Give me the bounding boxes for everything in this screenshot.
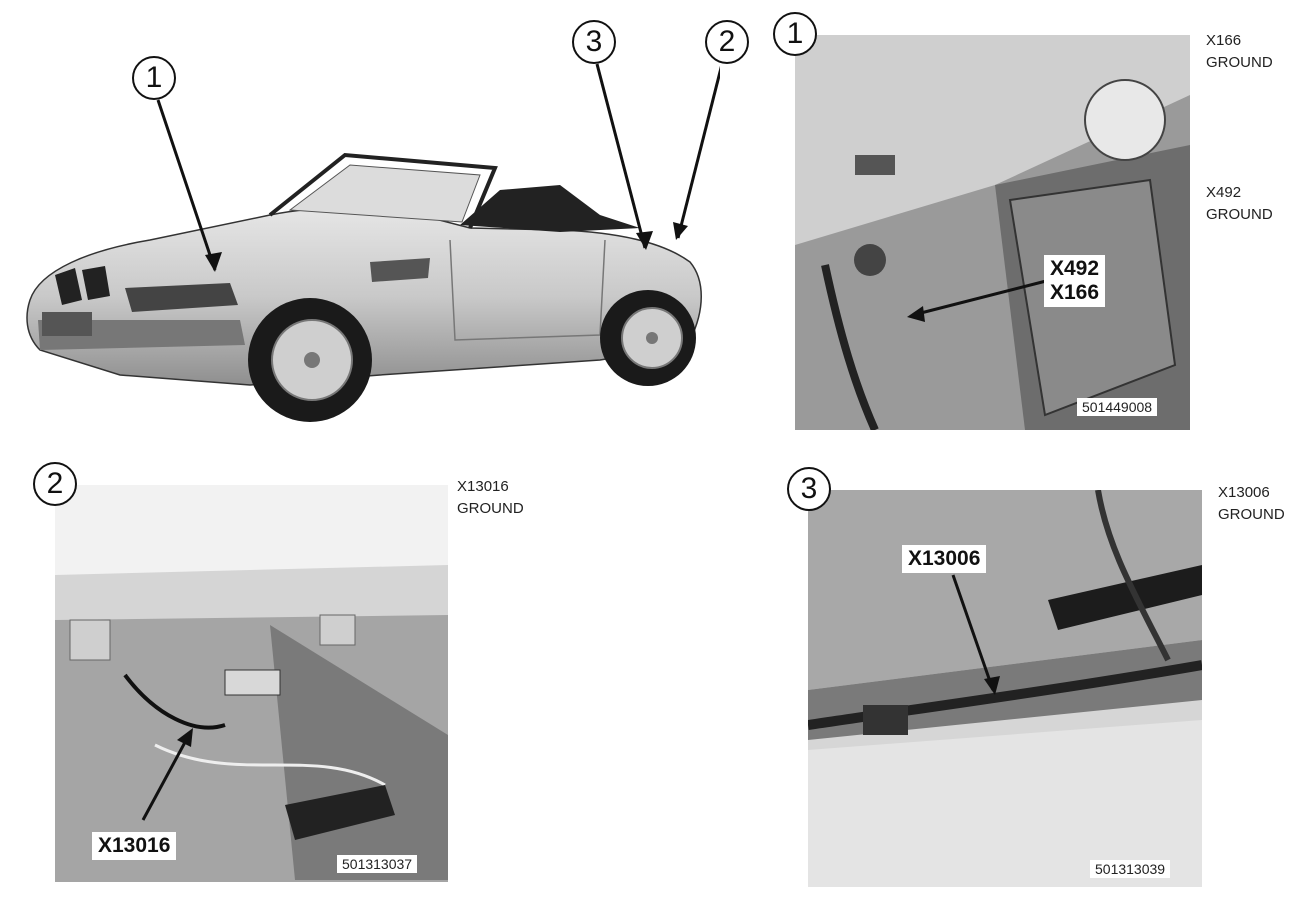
connector-x13016: X13016 bbox=[98, 834, 171, 857]
panel-1-ground-x492: X492 GROUND bbox=[1206, 182, 1273, 226]
panel-3-ref-number: 501313039 bbox=[1090, 860, 1171, 878]
panel-2-ground-x13016: X13016 GROUND bbox=[457, 476, 524, 520]
panel-3-connector-label: X13006 bbox=[902, 545, 987, 573]
panel-1-photo bbox=[795, 35, 1190, 430]
panel-1-ground-x166: X166 GROUND bbox=[1206, 30, 1273, 74]
ground-id: X492 bbox=[1206, 184, 1242, 201]
callout-1-panel: 1 bbox=[773, 12, 817, 56]
callout-2-panel: 2 bbox=[33, 462, 77, 506]
ground-id: X13016 bbox=[457, 478, 509, 495]
connector-x166: X166 bbox=[1050, 281, 1100, 304]
panel-2-photo bbox=[55, 485, 448, 882]
ground-word: GROUND bbox=[457, 500, 524, 517]
connector-x492: X492 bbox=[1050, 257, 1100, 280]
car-overview-illustration bbox=[26, 63, 720, 422]
ground-id: X13006 bbox=[1218, 484, 1270, 501]
callout-3-overview: 3 bbox=[572, 20, 616, 64]
panel-1-connector-label: X492 X166 bbox=[1044, 255, 1106, 307]
panel-3-photo bbox=[808, 490, 1202, 887]
ground-word: GROUND bbox=[1206, 54, 1273, 71]
panel-3-ground-x13006: X13006 GROUND bbox=[1218, 482, 1285, 526]
panel-1-ref-number: 501449008 bbox=[1077, 398, 1158, 416]
ground-word: GROUND bbox=[1206, 206, 1273, 223]
ground-word: GROUND bbox=[1218, 506, 1285, 523]
callout-1-overview: 1 bbox=[132, 56, 176, 100]
panel-2-ref-number: 501313037 bbox=[337, 855, 418, 873]
callout-2-overview: 2 bbox=[705, 20, 749, 64]
connector-x13006: X13006 bbox=[908, 547, 981, 570]
panel-2-connector-label: X13016 bbox=[92, 832, 177, 860]
ground-id: X166 bbox=[1206, 32, 1242, 49]
callout-3-panel: 3 bbox=[787, 467, 831, 511]
